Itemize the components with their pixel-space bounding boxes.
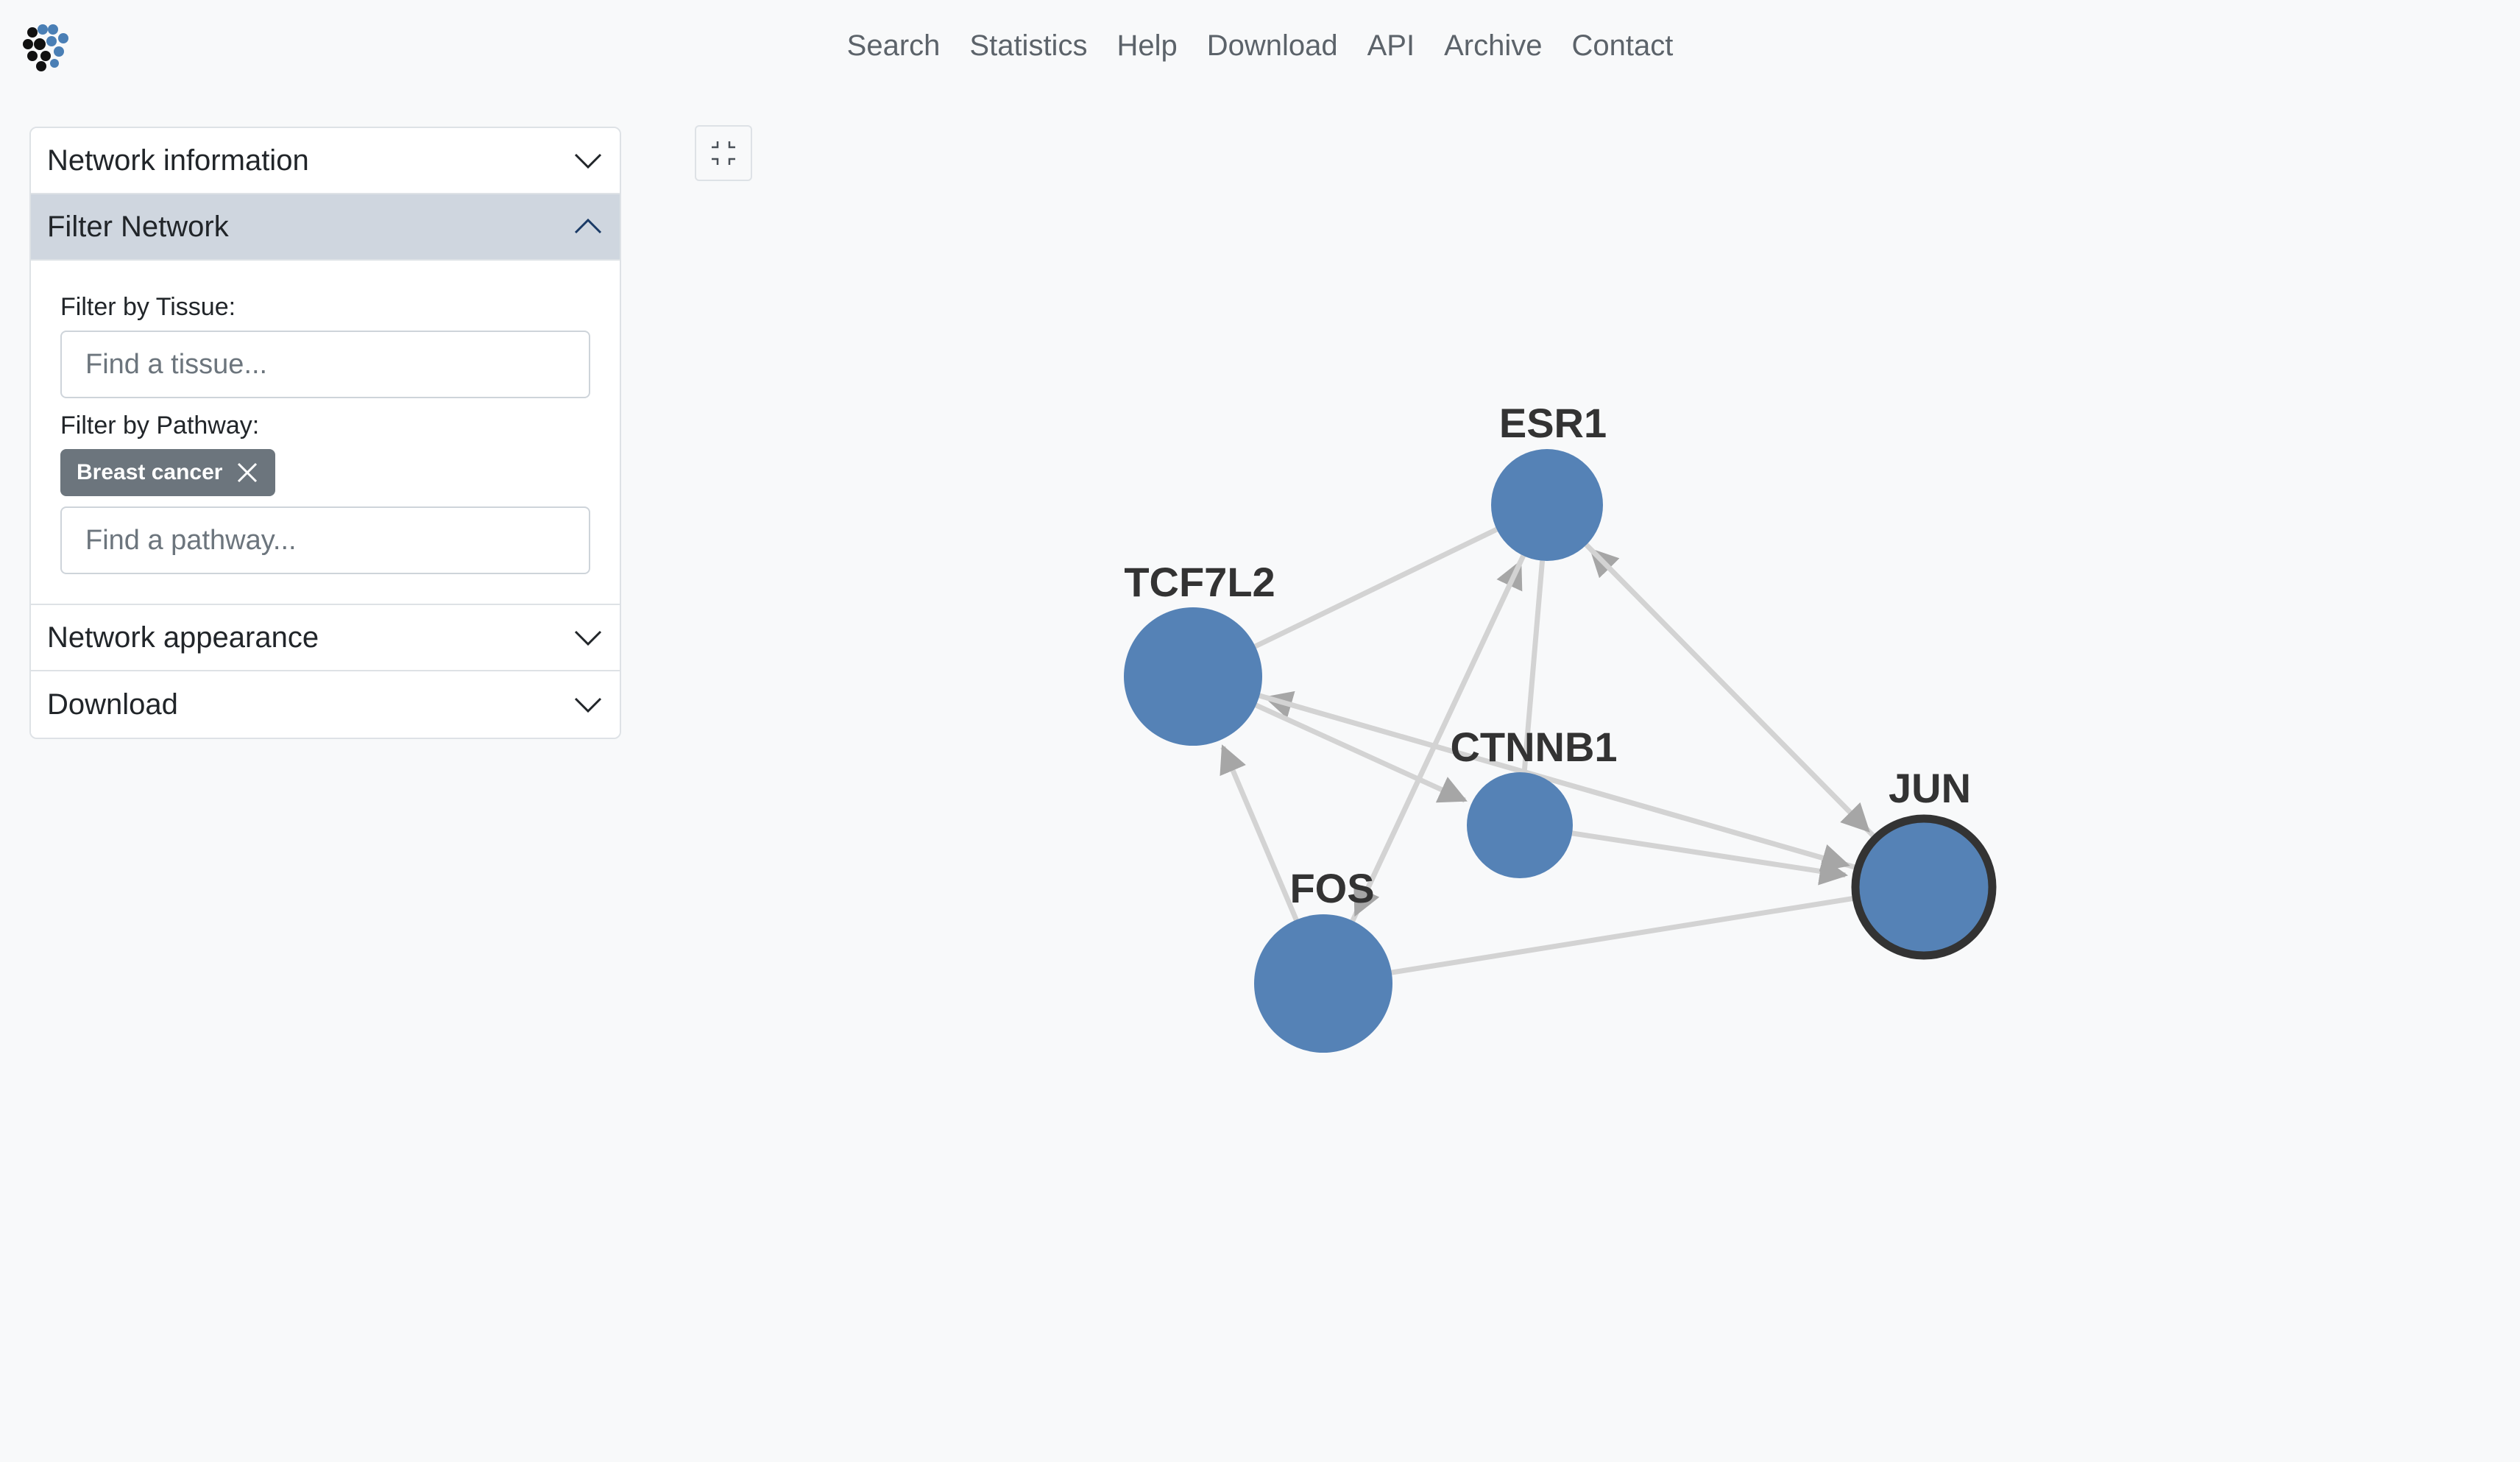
node-ctnnb1[interactable]: [1467, 772, 1573, 878]
download-header[interactable]: Download: [31, 671, 620, 738]
network-information-header[interactable]: Network information: [31, 128, 620, 194]
node-fos[interactable]: [1254, 914, 1392, 1053]
minimize-icon: [712, 141, 735, 165]
nav-search[interactable]: Search: [846, 29, 941, 62]
network-appearance-label: Network appearance: [47, 621, 319, 654]
filter-network-header[interactable]: Filter Network: [31, 194, 620, 261]
top-nav: Search Statistics Help Download API Arch…: [0, 27, 2520, 65]
tissue-filter-label: Filter by Tissue:: [60, 293, 236, 321]
download-label: Download: [47, 688, 178, 721]
pathway-tag: Breast cancer: [60, 449, 276, 496]
edge-jun-esr1[interactable]: [1589, 548, 1875, 838]
edge-tcf7l2-ctnnb1[interactable]: [1255, 702, 1468, 803]
network-appearance-header[interactable]: Network appearance: [31, 605, 620, 671]
edge-fos-jun[interactable]: [1391, 896, 1853, 975]
chevron-up-icon: [574, 218, 602, 234]
node-label-ctnnb1: CTNNB1: [1450, 724, 1617, 770]
node-label-fos: FOS: [1289, 865, 1374, 911]
node-jun[interactable]: [1851, 814, 1997, 960]
nav-download[interactable]: Download: [1206, 29, 1338, 62]
node-label-tcf7l2: TCF7L2: [1124, 559, 1275, 605]
node-tcf7l2[interactable]: [1124, 607, 1262, 746]
chevron-down-icon: [574, 153, 602, 169]
pathway-filter-label: Filter by Pathway:: [60, 412, 260, 439]
pathway-search-input[interactable]: [60, 506, 590, 574]
chevron-down-icon: [574, 630, 602, 646]
edge-tcf7l2-esr1[interactable]: [1254, 526, 1498, 649]
node-label-esr1: ESR1: [1499, 400, 1607, 446]
node-label-jun: JUN: [1889, 765, 1971, 811]
filter-network-panel: Filter by Tissue: Filter by Pathway: Bre…: [31, 261, 620, 605]
app-logo[interactable]: [22, 22, 74, 74]
filter-network-label: Filter Network: [47, 210, 229, 243]
nav-archive[interactable]: Archive: [1444, 29, 1543, 62]
edge-ctnnb1-jun[interactable]: [1571, 830, 1849, 886]
nav-help[interactable]: Help: [1116, 29, 1178, 62]
network-information-label: Network information: [47, 144, 309, 177]
chevron-down-icon: [574, 697, 602, 713]
tissue-search-input[interactable]: [60, 331, 590, 398]
close-icon[interactable]: [236, 461, 259, 484]
collapse-sidebar-button[interactable]: [695, 125, 752, 181]
edge-fos-tcf7l2[interactable]: [1220, 744, 1299, 921]
nav-api[interactable]: API: [1367, 29, 1415, 62]
sidebar-accordion: Network information Filter Network Filte…: [29, 127, 621, 739]
edge-esr1-jun[interactable]: [1584, 543, 1870, 833]
node-esr1[interactable]: [1491, 449, 1603, 561]
pathway-tag-label: Breast cancer: [77, 460, 223, 484]
nav-statistics[interactable]: Statistics: [969, 29, 1088, 62]
nav-contact[interactable]: Contact: [1571, 29, 1674, 62]
